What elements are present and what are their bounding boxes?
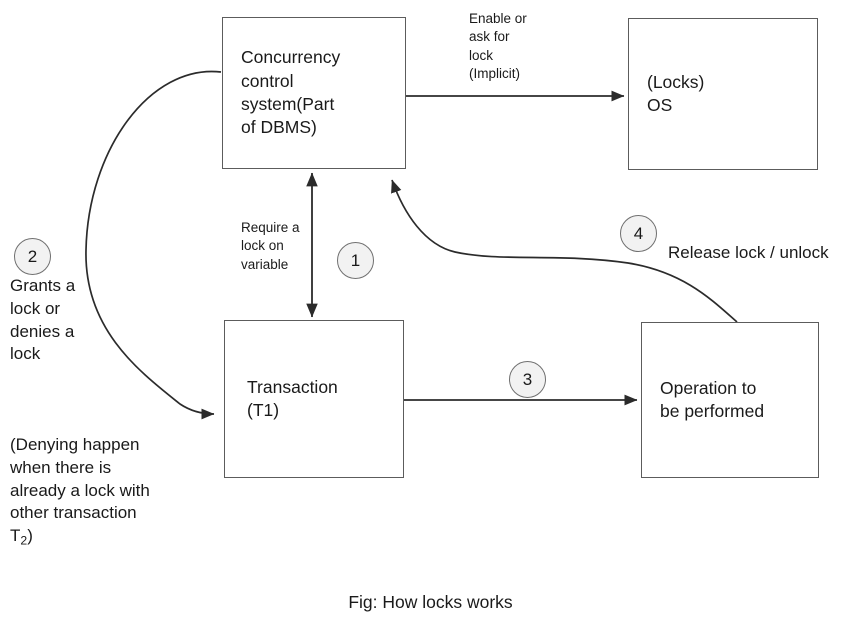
step-badge-3-label: 3 [522,369,533,389]
edge-grants-or-denies-lock [85,70,222,420]
edge-label-enable-ask-lock: Enable or ask for lock (Implicit) [469,11,527,82]
step-badge-1-label: 1 [350,250,361,270]
figure-caption: Fig: How locks works [348,592,513,612]
annotation-denying-note-main: (Denying happen when there is already a … [10,435,150,546]
node-concurrency-control-system[interactable]: Concurrency control system(Part of DBMS) [222,17,406,169]
annotation-denying-note-subscript: 2 [20,533,28,548]
annotation-grants-or-denies: Grants a lock or denies a lock [10,276,76,364]
annotation-denying-note-tail: ) [27,526,33,546]
node-locks-os[interactable]: (Locks) OS [628,18,818,170]
node-concurrency-control-system-label: Concurrency control system(Part of DBMS) [241,47,341,138]
edge-release-lock [391,179,738,323]
annotation-denying-note: (Denying happen when there is already a … [10,434,210,549]
step-badge-4-label: 4 [633,223,644,243]
node-locks-os-label: (Locks) OS [647,71,705,115]
step-badge-2-label: 2 [27,246,38,266]
node-transaction[interactable]: Transaction (T1) [224,320,404,478]
node-transaction-label: Transaction (T1) [247,376,338,420]
step-badge-3: 3 [509,361,546,398]
node-operation-label: Operation to be performed [660,377,765,421]
step-badge-1: 1 [337,242,374,279]
step-badge-4: 4 [620,215,657,252]
edge-label-require-lock: Require a lock on variable [241,220,300,272]
step-badge-2: 2 [14,238,51,275]
edge-label-release-lock: Release lock / unlock [668,243,829,262]
node-operation-to-be-performed[interactable]: Operation to be performed [641,322,819,478]
